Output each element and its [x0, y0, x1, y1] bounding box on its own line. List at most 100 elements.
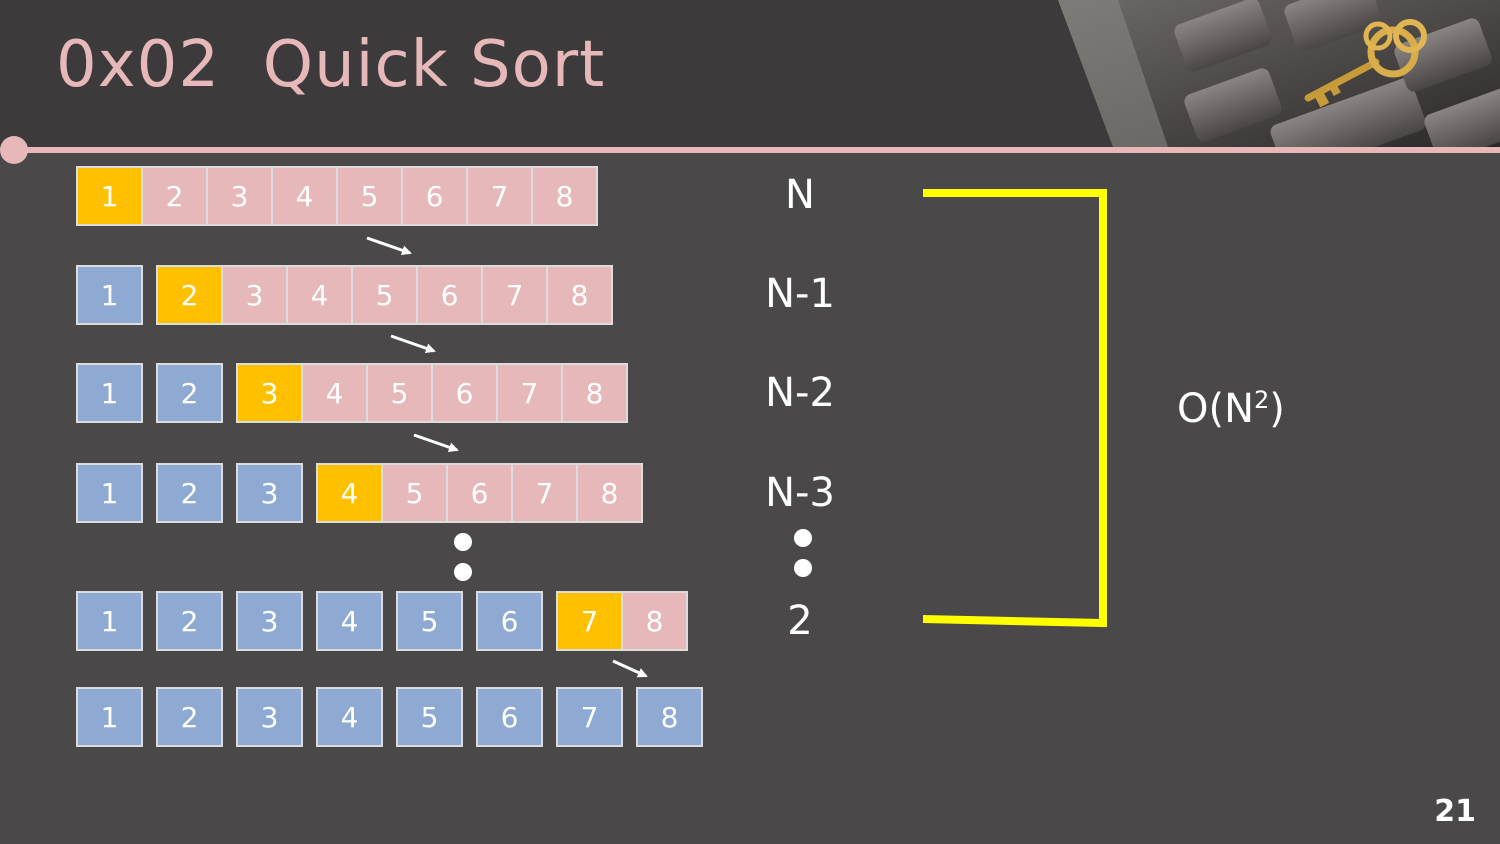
array-cell-value: 1: [101, 477, 119, 510]
array-cell-box: [141, 166, 208, 226]
array-cell-value: 3: [261, 605, 279, 638]
array-cell-value: 6: [441, 279, 459, 312]
array-cell-box: [301, 363, 368, 423]
array-cell-box: [156, 463, 223, 523]
array-cell-sorted: 2: [156, 363, 223, 423]
array-cell-unsorted: 6: [431, 363, 498, 423]
array-cell-unsorted: 8: [621, 591, 688, 651]
array-cell-unsorted: 8: [531, 166, 598, 226]
step-arrow: [390, 334, 436, 354]
array-cell-box: [366, 363, 433, 423]
array-cell-box: [156, 591, 223, 651]
array-cell-sorted: 5: [396, 591, 463, 651]
keyboard-key-photo-art: [1058, 0, 1500, 147]
step-cost-label: N-3: [765, 470, 835, 516]
array-cell-sorted: 6: [476, 591, 543, 651]
array-cell-value: 1: [101, 377, 119, 410]
slide-number: 21: [1434, 794, 1476, 829]
array-cell-box: [76, 591, 143, 651]
array-cell-box: [156, 265, 223, 325]
array-cell-box: [416, 265, 483, 325]
array-cell-box: [431, 363, 498, 423]
array-cell-box: [396, 687, 463, 747]
array-cell-pivot: 7: [556, 591, 623, 651]
step-arrows: [366, 236, 648, 678]
array-cell-unsorted: 6: [416, 265, 483, 325]
array-cell-value: 1: [101, 279, 119, 312]
array-cell-unsorted: 2: [141, 166, 208, 226]
array-cell-value: 2: [181, 377, 199, 410]
array-cell-box: [206, 166, 273, 226]
array-cell-sorted: 1: [76, 687, 143, 747]
array-cell-pivot: 2: [156, 265, 223, 325]
step-arrow: [612, 659, 648, 678]
array-cell-sorted: 8: [636, 687, 703, 747]
slide-title: 0x02 Quick Sort: [56, 28, 606, 102]
array-cell-box: [76, 463, 143, 523]
array-cell-unsorted: 4: [271, 166, 338, 226]
array-cell-sorted: 3: [236, 687, 303, 747]
title-underline: [14, 147, 1500, 153]
array-cell-box: [531, 166, 598, 226]
array-cell-unsorted: 7: [481, 265, 548, 325]
array-cell-value: 2: [166, 180, 184, 213]
array-cell-value: 1: [101, 701, 119, 734]
array-cell-value: 5: [361, 180, 379, 213]
array-cell-unsorted: 6: [401, 166, 468, 226]
array-cell-value: 2: [181, 701, 199, 734]
summation-bracket: [922, 189, 1107, 628]
array-cell-box: [286, 265, 353, 325]
complexity-exponent: 2: [1254, 386, 1269, 414]
array-cell-unsorted: 5: [336, 166, 403, 226]
step-arrow: [413, 433, 459, 453]
array-cell-box: [401, 166, 468, 226]
step-cost-label: N-2: [765, 370, 835, 416]
array-cell-sorted: 5: [396, 687, 463, 747]
array-cell-value: 7: [491, 180, 509, 213]
array-cell-value: 3: [261, 377, 279, 410]
array-cell-pivot: 1: [76, 166, 143, 226]
array-cell-value: 2: [181, 279, 199, 312]
array-cell-value: 8: [586, 377, 604, 410]
array-cell-box: [396, 591, 463, 651]
step-arrow: [366, 236, 412, 256]
array-cell-value: 8: [556, 180, 574, 213]
array-cell-unsorted: 3: [206, 166, 273, 226]
array-cell-unsorted: 7: [466, 166, 533, 226]
array-cell-value: 7: [581, 701, 599, 734]
keyboard-keys: [1174, 0, 1500, 147]
complexity-label: O(N2): [1177, 386, 1285, 432]
array-cell-value: 1: [101, 605, 119, 638]
array-cell-value: 8: [646, 605, 664, 638]
array-cell-box: [481, 265, 548, 325]
array-cell-sorted: 3: [236, 591, 303, 651]
array-cell-pivot: 3: [236, 363, 303, 423]
array-cell-sorted: 3: [236, 463, 303, 523]
array-cell-value: 4: [311, 279, 329, 312]
array-cell-sorted: 1: [76, 265, 143, 325]
array-cell-unsorted: 4: [286, 265, 353, 325]
array-cell-value: 6: [471, 477, 489, 510]
array-cell-value: 2: [181, 605, 199, 638]
array-cell-unsorted: 7: [511, 463, 578, 523]
array-cell-sorted: 7: [556, 687, 623, 747]
array-cell-box: [351, 265, 418, 325]
array-cell-box: [476, 687, 543, 747]
complexity-close: ): [1269, 386, 1285, 432]
array-cell-box: [576, 463, 643, 523]
array-cell-box: [76, 166, 143, 226]
ellipsis-dot: [454, 563, 472, 581]
step-cost-label: 2: [787, 598, 812, 644]
step-cost-label: N-1: [765, 271, 835, 317]
step-cost-label: N: [785, 172, 815, 218]
array-cell-value: 4: [341, 701, 359, 734]
array-cell-box: [381, 463, 448, 523]
array-cell-box: [156, 687, 223, 747]
